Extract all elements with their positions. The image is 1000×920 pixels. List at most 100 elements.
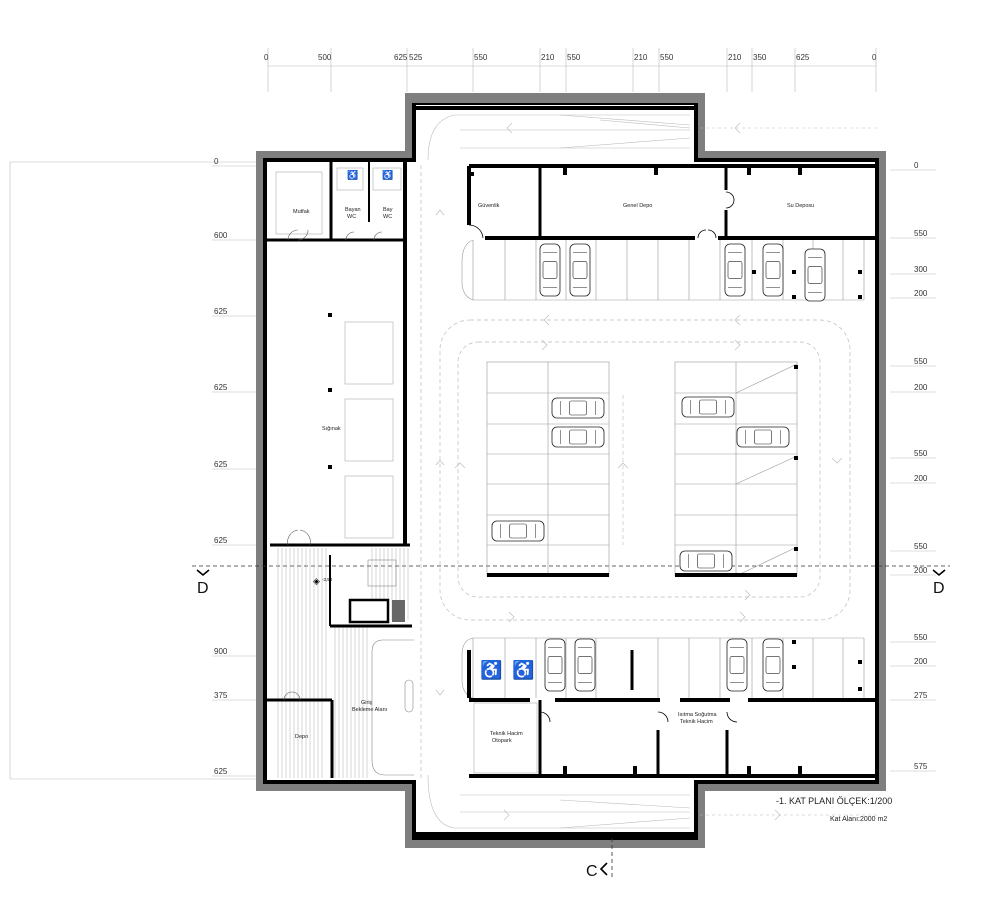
dim-top-6: 550 [567, 53, 581, 62]
dim-left-0: 0 [214, 157, 219, 166]
top-row-columns [752, 270, 862, 299]
dim-right-3: 200 [914, 289, 928, 298]
car-icon [574, 638, 596, 692]
dim-right-12: 275 [914, 691, 928, 700]
bottom-service-rooms: Teknik Hacim Otopark Isıtma Soğutma Tekn… [469, 698, 877, 778]
car-icon [726, 638, 748, 692]
wc-doors [345, 231, 383, 241]
section-line-d: D D [192, 565, 950, 597]
accessible-parking-icon-2: ♿ [512, 659, 534, 680]
section-c-label: C [586, 863, 598, 880]
room-teknik-isitma-1: Isıtma Soğutma [678, 712, 717, 718]
dim-right-7: 200 [914, 474, 928, 483]
top-parking-row [461, 239, 865, 301]
dim-right-4: 550 [914, 357, 928, 366]
section-line-c: C [586, 838, 613, 880]
car-icon [762, 638, 784, 692]
room-bay-wc-2: WC [383, 214, 392, 220]
dim-right-11: 200 [914, 657, 928, 666]
inner-wall-line [263, 101, 879, 840]
dim-top-11: 625 [796, 53, 810, 62]
car-icon [736, 426, 790, 448]
dim-right-5: 200 [914, 383, 928, 392]
car-icon [724, 243, 746, 297]
dim-top-7: 210 [634, 53, 648, 62]
dim-top-10: 350 [753, 53, 767, 62]
dim-right-1: 550 [914, 229, 928, 238]
dim-top-0: 0 [264, 53, 269, 62]
dim-left-2: 625 [214, 307, 228, 316]
traffic-arrows [435, 209, 843, 696]
kitchen-counter [275, 171, 323, 235]
dim-top-9: 210 [728, 53, 742, 62]
section-d-label-right: D [933, 580, 945, 597]
dim-right-8: 550 [914, 542, 928, 551]
dim-top-3: 525 [409, 53, 423, 62]
room-mutfak: Mutfak [293, 209, 310, 215]
room-teknik-isitma-2: Teknik Hacim [680, 719, 713, 725]
car-icon [551, 397, 605, 419]
shelter-door [287, 529, 311, 546]
level-value: -3,50 [322, 577, 333, 582]
island-columns [794, 365, 798, 551]
room-su-deposu: Su Deposu [787, 203, 814, 209]
room-giris-1: Giriş [361, 700, 373, 706]
dim-top-12: 0 [872, 53, 877, 62]
right-dimension-chain [890, 169, 936, 772]
drawing-title: -1. KAT PLANI ÖLÇEK:1/200 [776, 796, 892, 806]
room-teknik-otopark-2: Otopark [492, 738, 512, 744]
car-icon [544, 638, 566, 692]
car-icon [539, 243, 561, 297]
ramp-top [427, 114, 741, 161]
room-bay-wc-1: Bay [383, 207, 393, 213]
dim-right-9: 200 [914, 566, 928, 575]
car-icon [681, 396, 735, 418]
car-icon [679, 550, 733, 572]
section-d-label-left: D [197, 580, 209, 597]
room-bayan-wc-2: WC [347, 214, 356, 220]
left-dimension-chain [9, 161, 256, 780]
kitchen-door [287, 229, 309, 241]
ramp-curb [371, 639, 414, 776]
dim-top-2: 625 [394, 53, 408, 62]
car-icon [551, 426, 605, 448]
dim-right-6: 550 [914, 449, 928, 458]
dim-right-13: 575 [914, 762, 928, 771]
left-wing: Mutfak Bayan WC Bay WC ♿ ♿ Sığınak [265, 160, 414, 778]
central-island-left [486, 361, 610, 577]
wheelchair-icon-wc2: ♿ [382, 169, 393, 180]
accessible-parking-icon-1: ♿ [480, 659, 502, 680]
room-siginak: Sığınak [322, 426, 341, 432]
top-service-rooms: Güvenlik Genel Depo Su Deposu [467, 164, 877, 240]
floor-area: Kat Alanı:2000 m2 [830, 816, 887, 823]
top-shell-cap [405, 93, 705, 103]
top-dimension-chain [267, 48, 877, 92]
dim-left-3: 625 [214, 383, 228, 392]
dim-left-8: 625 [214, 767, 228, 776]
stair-core [348, 598, 390, 624]
left-dimension-labels: 0 600 625 625 625 625 900 375 625 [214, 157, 228, 776]
parked-cars [491, 243, 826, 692]
dim-top-8: 550 [660, 53, 674, 62]
room-depo: Depo [295, 734, 308, 740]
room-guvenlik: Güvenlik [478, 203, 500, 209]
bollard [404, 679, 414, 713]
car-icon [569, 243, 591, 297]
dim-top-4: 550 [474, 53, 488, 62]
room-giris-2: Bekleme Alanı [352, 707, 387, 713]
room-genel-depo: Genel Depo [623, 203, 652, 209]
dim-top-5: 210 [541, 53, 555, 62]
bottom-row-columns [792, 640, 862, 691]
ramp-arrow-icon [506, 122, 513, 134]
dim-left-5: 625 [214, 536, 228, 545]
dim-right-10: 550 [914, 633, 928, 642]
dim-left-4: 625 [214, 460, 228, 469]
shaft [392, 600, 405, 622]
driveway-guides [420, 165, 851, 780]
room-teknik-otopark-1: Teknik Hacim [490, 731, 523, 737]
dim-left-7: 375 [214, 691, 228, 700]
ramp-bottom [427, 774, 878, 829]
central-island-right [674, 361, 798, 577]
dim-right-0: 0 [914, 161, 919, 170]
